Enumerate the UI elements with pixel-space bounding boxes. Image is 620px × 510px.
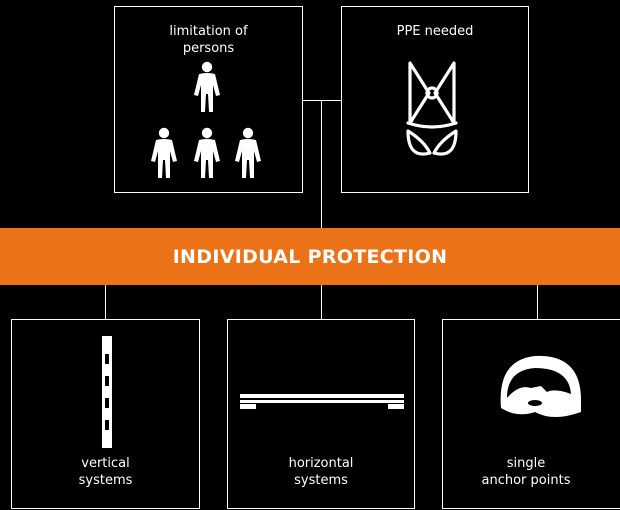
people-icon: [151, 61, 261, 178]
horizontal-rail-icon: [240, 394, 404, 409]
vertical-systems-label: vertical systems: [78, 456, 133, 488]
connector-top-vertical: [321, 100, 322, 228]
connector-top-horizontal: [302, 100, 342, 101]
horizontal-systems-box: horizontal systems: [227, 319, 415, 509]
connector-left-vertical: [105, 285, 106, 319]
vertical-systems-box: vertical systems: [11, 319, 200, 509]
single-anchor-points-box: single anchor points: [442, 319, 620, 509]
connector-middle-vertical: [321, 285, 322, 319]
limitation-of-persons-label: limitation of persons: [169, 24, 248, 56]
single-anchor-points-label: single anchor points: [481, 456, 571, 488]
ppe-needed-label: PPE needed: [396, 24, 474, 39]
individual-protection-title: INDIVIDUAL PROTECTION: [172, 246, 448, 268]
anchor-point-icon: [500, 355, 581, 417]
individual-protection-banner: INDIVIDUAL PROTECTION: [0, 228, 620, 285]
vertical-rail-icon: [102, 336, 112, 448]
horizontal-systems-label: horizontal systems: [288, 456, 354, 488]
connector-right-vertical: [537, 285, 538, 319]
ppe-needed-box: PPE needed: [341, 6, 529, 193]
harness-icon: [406, 61, 458, 156]
limitation-of-persons-box: limitation of persons: [114, 6, 303, 193]
